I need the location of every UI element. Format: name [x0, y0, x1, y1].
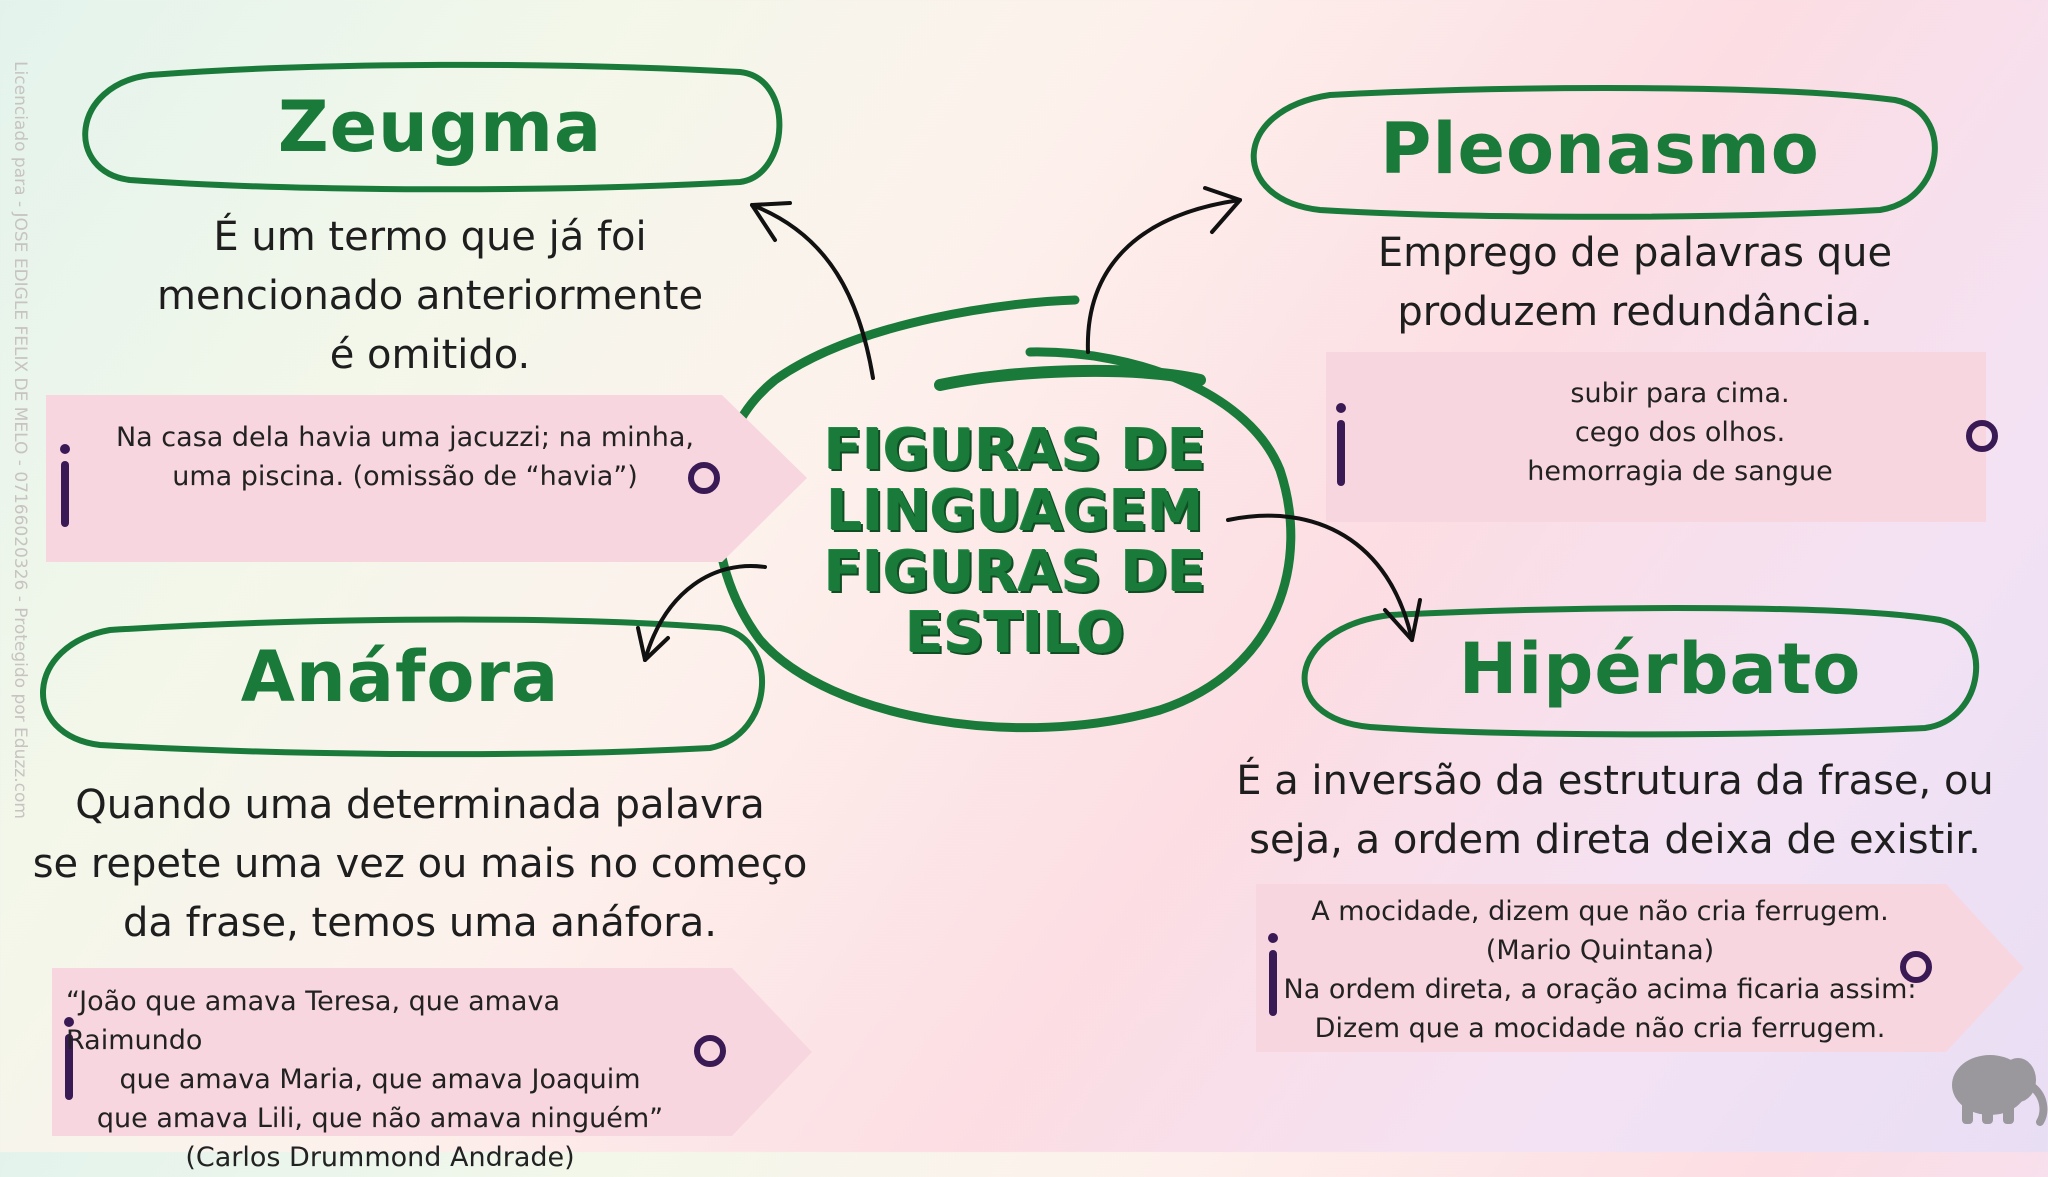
pleonasmo-example-line-3: hemorragia de sangue: [1527, 456, 1833, 487]
pleonasmo-outline: [1250, 85, 1938, 220]
arrow-to-anafora-head: [636, 626, 670, 662]
pleonasmo-title: Pleonasmo: [1380, 108, 1820, 190]
zeugma-desc-line-3: é omitido.: [329, 332, 531, 378]
anafora-desc-line-1: Quando uma determinada palavra: [75, 782, 765, 828]
info-o-icon: [1900, 951, 1932, 983]
diagram-strokes: [40, 61, 2048, 1126]
arrow-to-pleonasmo: [1085, 198, 1242, 354]
arrow-to-zeugma: [750, 203, 875, 380]
center-line-4: ESTILO: [905, 601, 1125, 666]
anafora-example-line-2: que amava Maria, que amava Joaquim: [119, 1064, 641, 1095]
zeugma-description: É um termo que já foi mencionado anterio…: [70, 208, 790, 385]
pleonasmo-example-card: [1326, 352, 1986, 522]
arrow-to-zeugma-head: [750, 201, 792, 242]
center-circle-stroke2: [934, 364, 1206, 391]
zeugma-title: Zeugma: [277, 86, 603, 168]
hiperbato-example-line-3: Na ordem direta, a oração acima ficaria …: [1283, 974, 1917, 1005]
info-i-icon: [60, 444, 70, 527]
pleonasmo-desc-line-2: produzem redundância.: [1397, 289, 1873, 335]
pleonasmo-description: Emprego de palavras que produzem redundâ…: [1290, 224, 1980, 342]
zeugma-example-line-2: uma piscina. (omissão de “havia”): [172, 461, 638, 492]
info-i-icon: [1268, 933, 1278, 1016]
hiperbato-card-tip: [1946, 884, 2024, 1052]
pleonasmo-example-line-2: cego dos olhos.: [1574, 417, 1786, 448]
hiperbato-example-line-2: (Mario Quintana): [1485, 935, 1715, 966]
zeugma-example-card: [46, 395, 722, 562]
info-o-icon: [694, 1035, 726, 1067]
anafora-example-card: [52, 968, 732, 1136]
anafora-description: Quando uma determinada palavra se repete…: [10, 776, 830, 953]
info-i-icon: [64, 1017, 74, 1100]
center-line-3: FIGURAS DE: [824, 540, 1206, 605]
elephant-icon: [1952, 1055, 2048, 1126]
pleonasmo-example-line-1: subir para cima.: [1570, 378, 1790, 409]
info-o-icon: [688, 462, 720, 494]
pleonasmo-desc-line-1: Emprego de palavras que: [1377, 230, 1893, 276]
hiperbato-desc-line-1: É a inversão da estrutura da frase, ou: [1236, 758, 1994, 804]
arrow-to-hiperbato: [1226, 513, 1414, 642]
zeugma-example-line-1: Na casa dela havia uma jacuzzi; na minha…: [115, 422, 695, 453]
hiperbato-example-card: [1256, 884, 1946, 1052]
info-o-icon: [1966, 420, 1998, 452]
zeugma-card-tip: [722, 395, 807, 562]
anafora-example-line-3: que amava Lili, que não amava ninguém”: [96, 1103, 664, 1134]
anafora-outline: [40, 616, 766, 758]
hiperbato-desc-line-2: seja, a ordem direta deixa de existir.: [1249, 817, 1981, 863]
anafora-example-line-4: (Carlos Drummond Andrade): [185, 1142, 575, 1173]
center-title: FIGURAS DE LINGUAGEM FIGURAS DE ESTILO: [790, 420, 1240, 664]
center-circle: [712, 295, 1296, 733]
center-line-2: LINGUAGEM: [826, 479, 1204, 544]
anafora-desc-line-2: se repete uma vez ou mais no começo: [32, 841, 808, 887]
hiperbato-example-line-1: A mocidade, dizem que não cria ferrugem.: [1311, 896, 1889, 927]
info-i-icon: [1336, 403, 1346, 486]
anafora-example-line-1: “João que amava Teresa, que amava Raimun…: [66, 986, 561, 1056]
anafora-card-tip: [732, 968, 812, 1136]
anafora-title: Anáfora: [240, 636, 560, 718]
zeugma-desc-line-1: É um termo que já foi: [213, 214, 647, 260]
hiperbato-outline: [1301, 605, 1980, 738]
arrow-to-pleonasmo-head: [1203, 186, 1242, 234]
anafora-desc-line-3: da frase, temos uma anáfora.: [123, 900, 717, 946]
hiperbato-title: Hipérbato: [1458, 628, 1862, 710]
arrow-to-hiperbato-head: [1383, 598, 1422, 642]
zeugma-example: Na casa dela havia uma jacuzzi; na minha…: [90, 418, 720, 496]
zeugma-desc-line-2: mencionado anteriormente: [156, 273, 704, 319]
anafora-example: “João que amava Teresa, que amava Raimun…: [60, 982, 700, 1177]
hiperbato-example-line-4: Dizem que a mocidade não cria ferrugem.: [1314, 1013, 1886, 1044]
hiperbato-example: A mocidade, dizem que não cria ferrugem.…: [1280, 892, 1920, 1048]
pleonasmo-example: subir para cima. cego dos olhos. hemorra…: [1400, 374, 1960, 491]
arrow-to-anafora: [643, 564, 767, 662]
hiperbato-description: É a inversão da estrutura da frase, ou s…: [1220, 752, 2010, 870]
center-line-1: FIGURAS DE: [824, 418, 1206, 483]
zeugma-outline: [82, 61, 783, 193]
